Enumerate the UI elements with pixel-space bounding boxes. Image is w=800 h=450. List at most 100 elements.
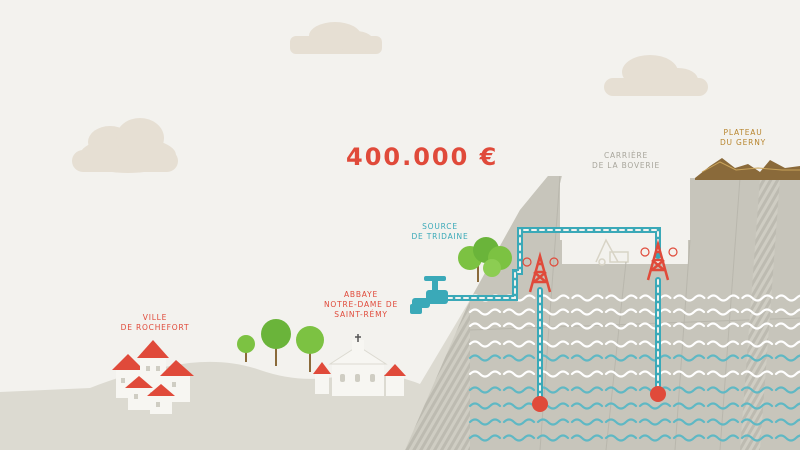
wave-mark (774, 418, 800, 426)
wave-mark (604, 308, 638, 316)
wave-mark (468, 354, 502, 362)
wave-mark (502, 322, 536, 330)
wave-mark (672, 354, 706, 362)
water-tap-icon (410, 276, 448, 314)
wave-mark (774, 370, 800, 378)
cloud-icon (72, 118, 178, 173)
wave-mark (502, 434, 536, 442)
wave-mark (707, 294, 740, 302)
wave-mark (774, 322, 800, 330)
wave-mark (468, 340, 502, 348)
wave-mark (672, 322, 706, 330)
wave-mark (638, 402, 672, 410)
wave-mark (638, 434, 672, 442)
wave-mark (571, 294, 604, 302)
wave-mark (502, 340, 536, 348)
wave-mark (604, 354, 638, 362)
wave-mark (672, 418, 706, 426)
spark-icon (522, 247, 678, 267)
wave-mark (570, 434, 604, 442)
wave-mark (672, 434, 706, 442)
wave-mark (502, 418, 536, 426)
wave-mark (570, 418, 604, 426)
wave-mark (570, 370, 604, 378)
wave-mark (706, 370, 740, 378)
wave-mark (672, 340, 706, 348)
wave-mark (706, 434, 740, 442)
wave-mark (468, 370, 502, 378)
wave-mark (604, 434, 638, 442)
cloud-icon (290, 22, 382, 54)
abbey-icon (313, 334, 406, 396)
wave-mark (706, 308, 740, 316)
wave-mark (740, 354, 774, 362)
drilling-rig-icon (646, 239, 670, 281)
wave-mark (604, 340, 638, 348)
wave-mark (468, 386, 502, 394)
wave-mark (672, 370, 706, 378)
label-ville-rochefort: VILLE DE ROCHEFORT (120, 313, 190, 332)
wave-mark (740, 418, 774, 426)
wave-mark (672, 386, 706, 394)
wave-mark (706, 340, 740, 348)
wave-mark (740, 308, 774, 316)
wave-mark (536, 418, 570, 426)
quarry-pit (562, 228, 688, 264)
wave-mark (502, 354, 536, 362)
wave-mark (502, 370, 536, 378)
wave-mark (537, 294, 570, 302)
rock-mass (470, 176, 800, 450)
wave-mark (672, 308, 706, 316)
wave-mark (706, 418, 740, 426)
wave-mark (468, 434, 502, 442)
wave-mark (468, 308, 502, 316)
wave-mark (740, 340, 774, 348)
wave-mark (741, 294, 774, 302)
wave-mark (774, 340, 800, 348)
wave-mark (775, 294, 800, 302)
wave-mark (740, 402, 774, 410)
house-icon (112, 340, 194, 414)
wave-mark (740, 434, 774, 442)
wave-mark (774, 354, 800, 362)
wave-mark (605, 294, 638, 302)
wave-mark (468, 402, 502, 410)
drill-bit-icon (532, 386, 666, 412)
water-pipe (437, 227, 661, 401)
wave-mark (740, 386, 774, 394)
wave-mark (502, 402, 536, 410)
label-abbaye: ABBAYE NOTRE-DAME DE SAINT-RÉMY (323, 290, 399, 319)
wave-mark (774, 386, 800, 394)
wave-mark (502, 308, 536, 316)
cloud-icon (604, 55, 708, 96)
wave-mark (468, 322, 502, 330)
wave-mark (468, 418, 502, 426)
tree-icon (458, 237, 512, 282)
tree-icon (237, 319, 324, 372)
wave-mark (672, 402, 706, 410)
aquifer-waves (468, 294, 800, 442)
plateau-soil (695, 158, 800, 180)
wave-mark (706, 386, 740, 394)
wave-mark (638, 418, 672, 426)
wave-mark (604, 402, 638, 410)
wave-mark (706, 354, 740, 362)
wave-mark (673, 294, 706, 302)
wave-mark (706, 402, 740, 410)
wave-mark (774, 308, 800, 316)
quarry-machine-icon (595, 238, 629, 266)
wave-mark (604, 322, 638, 330)
label-carriere-boverie: CARRIÈRE DE LA BOVERIE (592, 151, 660, 170)
wave-mark (570, 340, 604, 348)
ground-hills (0, 300, 470, 450)
wave-mark (740, 322, 774, 330)
investment-amount: 400.000 € (346, 143, 499, 171)
wave-mark (774, 402, 800, 410)
label-source-tridaine: SOURCE DE TRIDAINE (411, 222, 469, 241)
wave-mark (570, 322, 604, 330)
wave-mark (740, 370, 774, 378)
label-plateau-gerny: PLATEAU DU GERNY (719, 128, 766, 147)
wave-mark (774, 434, 800, 442)
